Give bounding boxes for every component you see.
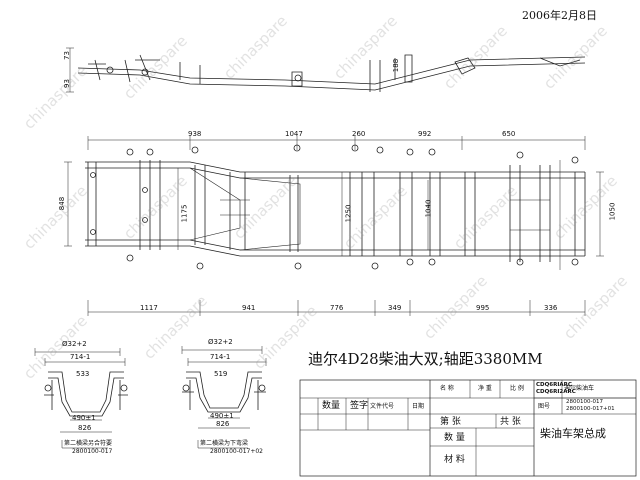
title-block-cell: 2800100-017+01 (566, 406, 615, 412)
title-block-cell: 数 量 (444, 433, 465, 443)
section-note: 2800100-017+02 (210, 448, 264, 455)
dim-label: 1050 (608, 202, 617, 221)
title-block-cell: 比 例 (510, 385, 524, 392)
side-view (66, 47, 586, 93)
section-left-view (34, 348, 128, 449)
section-right-view (181, 346, 267, 449)
dim-label: 1047 (285, 130, 303, 138)
title-block-cell: 共 张 (500, 417, 521, 427)
title-block-cell: 迪尔柴油车 (564, 385, 595, 392)
section-label: 826 (216, 420, 230, 428)
section-label: 714-1 (70, 353, 91, 361)
dim-label: 260 (352, 130, 366, 138)
dim-label: 188 (392, 58, 401, 73)
title-block-cell: 日期 (412, 403, 425, 410)
title-block-cell: 名 称 (440, 385, 454, 392)
dim-label: 650 (502, 130, 516, 138)
section-label: 714-1 (210, 353, 231, 361)
dim-label: 1250 (344, 204, 353, 223)
dim-label: 995 (476, 304, 490, 312)
dim-label: 1175 (180, 204, 189, 223)
dim-label: 93 (62, 79, 71, 88)
section-label: Ø32+2 (62, 340, 87, 348)
assembly-name: 柴油车架总成 (540, 427, 606, 440)
section-label: 826 (78, 424, 92, 432)
dim-label: 992 (418, 130, 432, 138)
dim-label: 73 (62, 51, 71, 60)
section-label: 519 (214, 370, 228, 378)
title-block-cell: CDQ6RIARC (536, 382, 572, 388)
title-block-cell: 第 张 (440, 417, 461, 427)
dim-label: 848 (58, 196, 67, 211)
dim-label: 776 (330, 304, 344, 312)
section-label: 533 (76, 370, 90, 378)
plan-view (64, 136, 604, 316)
title-block-cell: 签字 (350, 401, 369, 411)
dim-label: 938 (188, 130, 202, 138)
drawing-title: 迪尔4D28柴油大双;轴距3380MM (308, 350, 543, 368)
section-note: 第二横梁另合符要 (64, 440, 113, 447)
dim-label: 941 (242, 304, 256, 312)
section-note: 第二横梁为下弯梁 (200, 440, 249, 447)
title-block-cell: 净 重 (478, 385, 492, 392)
title-block-cell: 文件代号 (370, 403, 395, 410)
section-label: 490±1 (72, 414, 96, 422)
dim-label: 1117 (140, 304, 158, 312)
title-block-cell: 图号 (538, 403, 551, 410)
title-block-cell: 2800100-017 (566, 399, 603, 405)
title-block-cell: CDQ6RI2ARC (536, 389, 576, 395)
title-block-cell: 数量 (322, 401, 341, 411)
title-block (299, 379, 637, 477)
drawing-date: 2006年2月8日 (522, 9, 597, 22)
title-block-cell: 材 料 (444, 455, 465, 465)
dim-label: 1040 (424, 199, 433, 218)
section-note: 2800100-017 (72, 448, 113, 455)
section-label: 490±1 (210, 412, 234, 420)
section-label: Ø32+2 (208, 338, 233, 346)
dim-label: 349 (388, 304, 402, 312)
dim-label: 336 (544, 304, 558, 312)
